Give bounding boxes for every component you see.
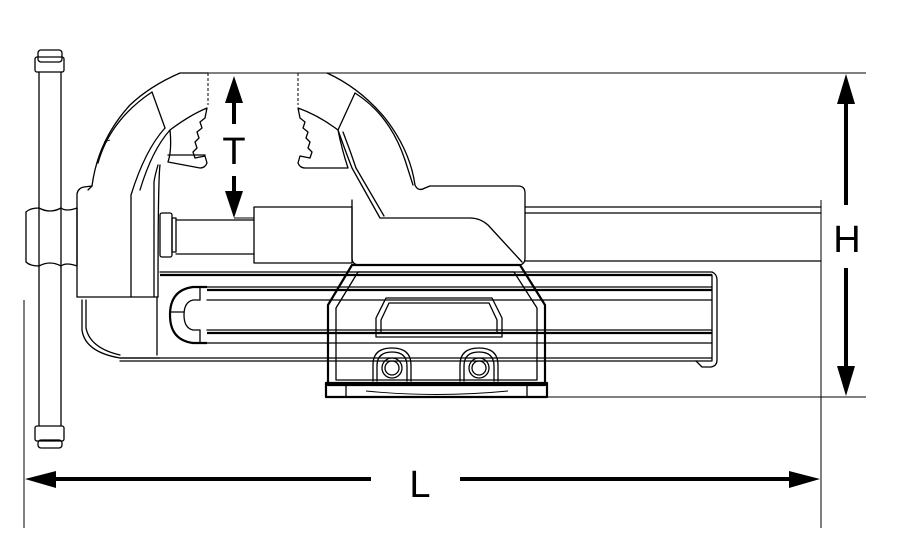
dimension-l [25, 471, 820, 488]
handle [25, 49, 78, 449]
base [324, 263, 549, 399]
dimension-h-label: H [833, 219, 860, 261]
dimension-l-label: L [409, 464, 430, 506]
dimension-h [837, 74, 855, 396]
front-jaw [76, 72, 209, 359]
slide-bar [119, 206, 822, 368]
spindle [159, 206, 353, 264]
dimension-t [225, 76, 254, 219]
extension-lines [23, 72, 866, 528]
rear-jaw [297, 72, 526, 266]
dimension-t-label: T [222, 131, 245, 173]
